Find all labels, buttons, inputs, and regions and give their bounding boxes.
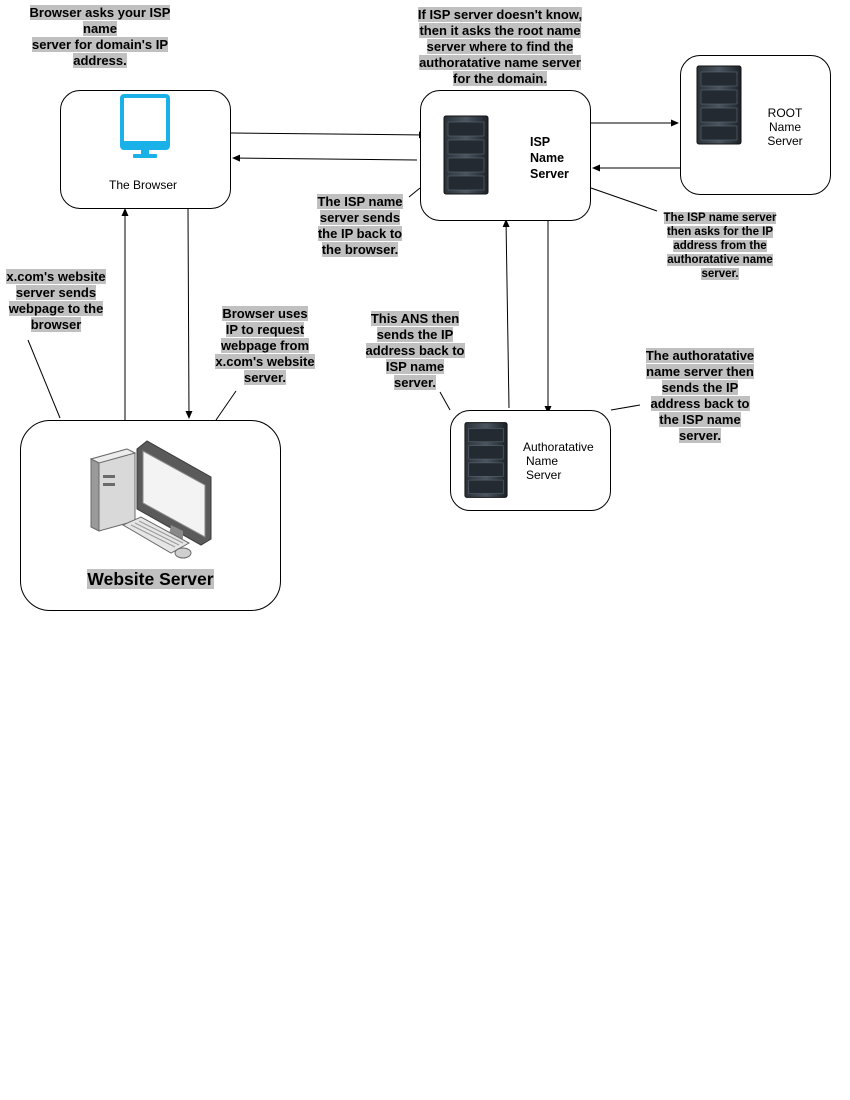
note-line: ISP name <box>385 359 445 374</box>
root-name-server-node: ROOT Name Server <box>680 55 831 195</box>
note-line: server sends <box>319 210 401 225</box>
note-line: then it asks the root name <box>419 23 581 38</box>
isp-label-line-2: Name <box>530 151 565 165</box>
callout-isp-sends-back <box>408 187 421 198</box>
note-line: server. <box>701 268 739 280</box>
note-line: for the domain. <box>453 71 547 86</box>
arrow-browser-to-isp <box>230 131 427 139</box>
note-line: authoratative name server <box>419 55 581 70</box>
callout-ans-sends-isp <box>610 404 641 411</box>
note-line: server. <box>679 428 721 443</box>
server-rack-icon <box>443 115 489 195</box>
root-label: ROOT Name Server <box>765 106 805 148</box>
note-line: name server then <box>646 364 754 379</box>
monitor-icon <box>120 94 170 158</box>
note-line: The ISP name server <box>663 212 777 224</box>
server-rack-icon <box>464 422 508 498</box>
note-website-sends: x.com's website server sends webpage to … <box>0 269 112 333</box>
note-line: the browser. <box>321 242 399 257</box>
note-line: address. <box>73 53 127 68</box>
note-line: sends the IP <box>376 327 454 342</box>
note-line: If ISP server doesn't know, <box>417 7 583 22</box>
note-line: authoratative name <box>667 254 773 266</box>
ans-label: Authoratative Name Server <box>523 440 594 482</box>
note-line: the ISP name <box>659 412 741 427</box>
browser-node: The Browser <box>60 90 231 209</box>
note-ans-sends-back: This ANS then sends the IP address back … <box>355 311 475 391</box>
note-browser-asks: Browser asks your ISP name server for do… <box>10 5 190 69</box>
note-line: The ISP name <box>317 194 403 209</box>
callout-ans-sends-back <box>439 391 451 411</box>
root-label-line-1: ROOT <box>767 106 803 120</box>
note-line: then asks for the IP <box>666 226 774 238</box>
note-line: server sends <box>15 285 97 300</box>
note-line: address back to <box>650 396 750 411</box>
note-browser-requests: Browser uses IP to request webpage from … <box>205 306 325 386</box>
authoritative-name-server-node: Authoratative Name Server <box>450 410 611 511</box>
server-rack-icon <box>696 65 742 145</box>
note-line: server for domain's IP <box>31 37 169 52</box>
website-server-node: Website Server <box>20 420 281 611</box>
desktop-computer-icon <box>89 440 212 559</box>
note-line: server where to find the <box>426 39 574 54</box>
note-line: webpage to the <box>8 301 104 316</box>
root-label-line-3: Server <box>767 134 803 148</box>
note-line: name <box>83 21 117 36</box>
ans-label-line-3: Server <box>526 468 562 482</box>
callout-isp-asks-ans <box>590 187 658 212</box>
note-line: Browser asks your ISP <box>29 5 171 20</box>
isp-label-line-1: ISP <box>530 135 551 149</box>
isp-label-line-3: Server <box>530 167 569 181</box>
note-line: sends the IP <box>661 380 739 395</box>
callout-website-sends <box>27 339 61 419</box>
note-line: browser <box>30 317 82 332</box>
website-label: Website Server <box>21 568 280 590</box>
browser-label: The Browser <box>109 178 178 192</box>
note-line: server. <box>394 375 436 390</box>
note-line: address from the <box>673 240 767 252</box>
note-line: This ANS then <box>370 311 460 326</box>
note-line: IP to request <box>225 322 305 337</box>
note-isp-asks-ans: The ISP name server then asks for the IP… <box>650 211 790 281</box>
note-line: x.com's website <box>215 354 315 369</box>
ans-label-line-2: Name <box>526 454 559 468</box>
note-line: Browser uses <box>222 306 308 321</box>
note-line: server. <box>244 370 286 385</box>
root-label-line-2: Name <box>768 120 801 134</box>
arrow-ans-to-isp <box>502 219 510 409</box>
note-line: address back to <box>365 343 465 358</box>
note-ans-sends-isp: The authoratative name server then sends… <box>635 348 765 444</box>
note-line: the IP back to <box>317 226 403 241</box>
arrow-isp-to-browser <box>232 154 418 162</box>
note-line: x.com's website <box>6 269 106 284</box>
callout-browser-requests <box>215 390 237 421</box>
note-line: webpage from <box>220 338 310 353</box>
note-line: The authoratative <box>645 348 755 363</box>
note-isp-sends-back: The ISP name server sends the IP back to… <box>305 194 415 258</box>
isp-label: ISP Name Server <box>530 134 569 182</box>
isp-name-server-node: ISP Name Server <box>420 90 591 221</box>
note-isp-asks-root: If ISP server doesn't know, then it asks… <box>405 7 595 87</box>
website-label-text: Website Server <box>87 569 214 589</box>
arrow-browser-to-website <box>185 208 193 419</box>
ans-label-line-1: Authoratative <box>523 440 594 454</box>
